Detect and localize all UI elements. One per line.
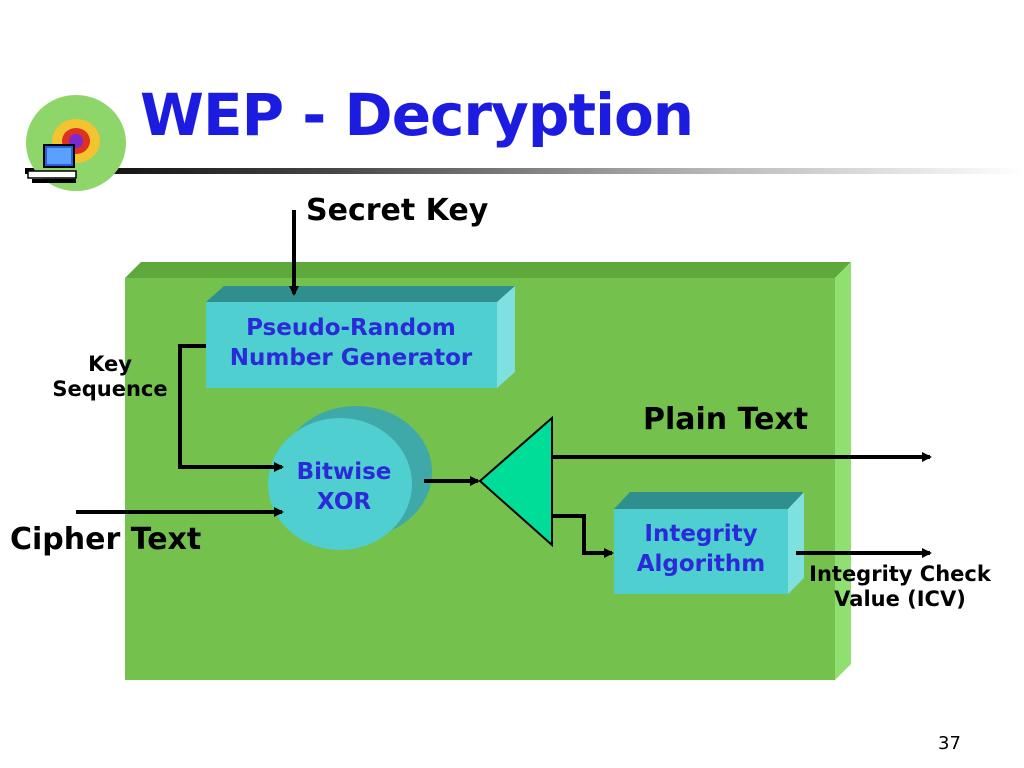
integrity-label-line2: Algorithm — [636, 550, 766, 577]
icv-label-line2: Value (ICV) — [834, 587, 966, 612]
key-sequence-label: Key Sequence — [52, 352, 168, 402]
xor-cylinder — [268, 406, 432, 550]
xor-label-line1: Bitwise — [296, 459, 392, 485]
integrity-label-line1: Integrity — [644, 521, 758, 547]
icv-label-line1: Integrity Check — [809, 562, 991, 586]
secret-key-label: Secret Key — [306, 193, 489, 228]
prng-label-line2: Number Generator — [229, 344, 473, 371]
key-sequence-arrow — [178, 344, 284, 472]
splitter-triangle — [478, 415, 553, 548]
cipher-text-label: Cipher Text — [10, 522, 202, 557]
integrity-box — [614, 492, 804, 594]
prng-label-line1: Pseudo-Random — [246, 315, 456, 341]
title-underline — [25, 168, 1024, 174]
icv-label: Integrity Check Value (ICV) — [790, 562, 1010, 612]
integrity-input-arrow — [552, 514, 614, 558]
computer-target-logo-icon — [26, 95, 126, 191]
prng-label: Pseudo-Random Number Generator — [206, 314, 496, 374]
prng-box — [206, 286, 515, 388]
xor-label: Bitwise XOR — [276, 458, 412, 518]
slide-title: WEP - Decryption — [140, 81, 694, 149]
plain-text-label: Plain Text — [643, 402, 809, 437]
xor-label-line2: XOR — [316, 488, 372, 515]
page-number: 37 — [938, 733, 961, 754]
integrity-label: Integrity Algorithm — [614, 520, 788, 580]
